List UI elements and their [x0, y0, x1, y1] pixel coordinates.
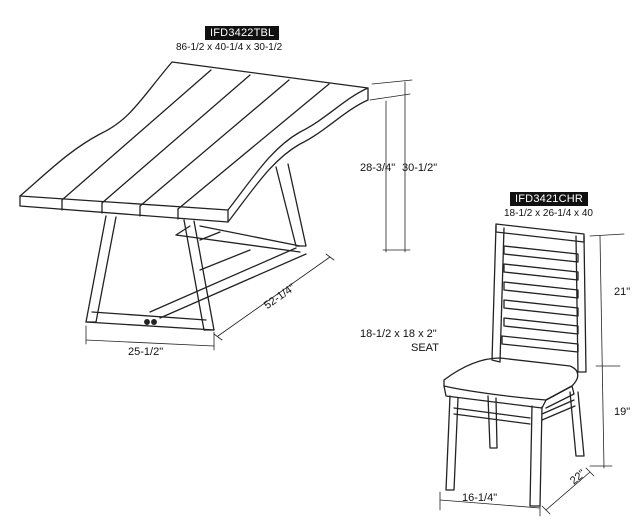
- table-base-width-label: 25-1/2": [128, 346, 164, 358]
- chair-model-tag: IFD3421CHR: [510, 192, 589, 206]
- chair-width-label: 16-1/4": [462, 492, 498, 504]
- table-model-tag: IFD3422TBL: [205, 26, 280, 40]
- table-apron-height-label: 28-3/4": [360, 162, 396, 174]
- chair-drawing: [439, 223, 625, 517]
- chair-seat-size-label: 18-1/2 x 18 x 2": [360, 328, 437, 340]
- table-size-text: 86-1/2 x 40-1/4 x 30-1/2: [176, 42, 283, 53]
- chair-seat-height-label: 19": [614, 406, 631, 418]
- table-total-height-label: 30-1/2": [402, 162, 438, 174]
- table-drawing: [19, 61, 413, 351]
- chair-seat-label: SEAT: [411, 342, 439, 354]
- chair-size-text: 18-1/2 x 26-1/4 x 40: [504, 208, 593, 219]
- chair-back-height-label: 21": [614, 286, 631, 298]
